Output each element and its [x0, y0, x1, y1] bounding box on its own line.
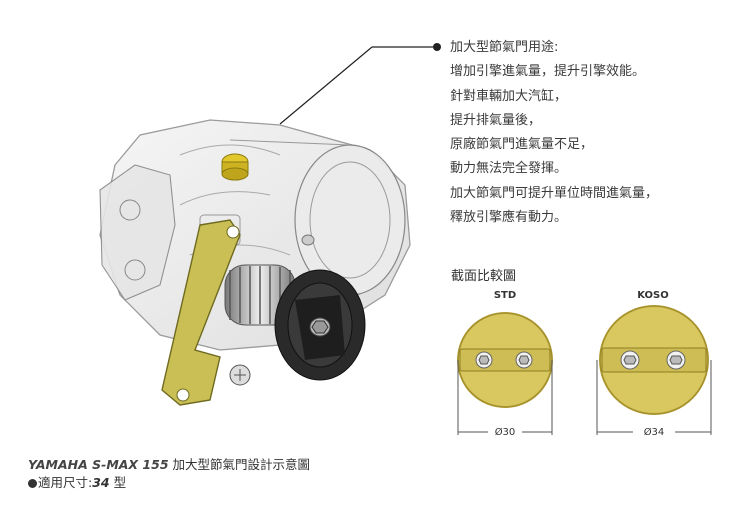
std-label: STD: [493, 290, 517, 301]
size-value: 34: [92, 475, 110, 490]
desc-line-4: 提升排氣量後，: [450, 112, 542, 128]
desc-line-7: 加大節氣門可提升單位時間進氣量，: [450, 185, 659, 201]
desc-line-5: 原廠節氣門進氣量不足，: [450, 137, 594, 153]
koso-cross-section: [596, 305, 712, 435]
caption-title: 加大型節氣門設計示意圖: [168, 457, 310, 472]
desc-line-6: 動力無法完全發揮。: [450, 161, 568, 177]
size-suffix: 型: [109, 475, 127, 490]
std-diameter: Ø30: [494, 427, 516, 438]
figure-caption: YAMAHA S-MAX 155 加大型節氣門設計示意圖 適用尺寸:34 型: [28, 456, 310, 492]
koso-label: KOSO: [637, 290, 669, 301]
koso-diameter: Ø34: [643, 427, 665, 438]
desc-line-1: 加大型節氣門用途:: [450, 40, 559, 55]
desc-line-3: 針對車輛加大汽缸，: [450, 88, 568, 104]
bullet-icon: [28, 479, 37, 488]
desc-line-2: 增加引擎進氣量，提升引擎效能。: [450, 64, 646, 80]
size-prefix: 適用尺寸:: [38, 475, 93, 490]
std-cross-section: [457, 312, 553, 435]
throttle-body-illustration: [80, 95, 430, 435]
desc-line-8: 釋放引擎應有動力。: [450, 210, 568, 226]
comparison-title: 截面比較圖: [451, 269, 517, 284]
caption-size-line: 適用尺寸:34 型: [28, 474, 310, 492]
purpose-description: 加大型節氣門用途: 增加引擎進氣量，提升引擎效能。 針對車輛加大汽缸， 提升排氣…: [450, 36, 658, 230]
caption-title-line: YAMAHA S-MAX 155 加大型節氣門設計示意圖: [28, 456, 310, 474]
model-name: YAMAHA S-MAX 155: [28, 457, 169, 472]
